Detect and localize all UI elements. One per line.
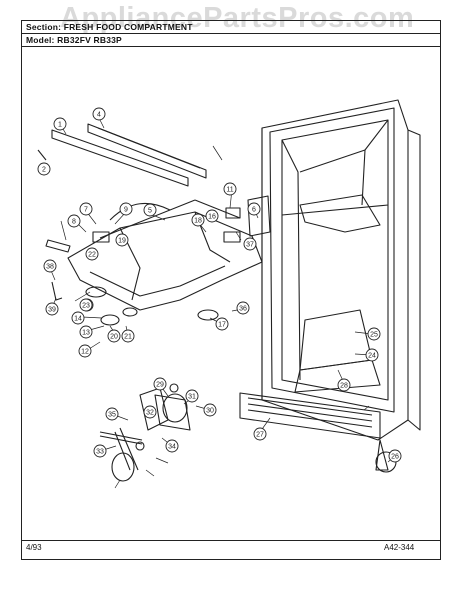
fan-wheel: [111, 452, 135, 482]
svg-text:37: 37: [246, 242, 254, 249]
svg-text:35: 35: [108, 412, 116, 419]
svg-text:28: 28: [340, 383, 348, 390]
svg-text:13: 13: [82, 330, 90, 337]
fan-motor: [162, 393, 188, 423]
callout-19: 19: [115, 233, 129, 247]
svg-text:29: 29: [156, 382, 164, 389]
watermark: AppliancePartsPros.com: [60, 2, 415, 34]
svg-text:5: 5: [148, 208, 152, 215]
model-value: RB32FV RB33P: [57, 35, 122, 45]
svg-text:26: 26: [391, 454, 399, 461]
drain-tray: [67, 211, 263, 311]
callout-26: 26: [388, 449, 402, 463]
footer-drawing-number: A42-344: [384, 543, 415, 552]
callout-11: 11: [223, 182, 237, 196]
callout-33: 33: [93, 444, 107, 458]
svg-text:25: 25: [370, 332, 378, 339]
callout-27: 27: [253, 427, 267, 441]
callout-8: 8: [67, 214, 81, 228]
callout-6: 6: [247, 202, 261, 216]
callout-37: 37: [243, 237, 257, 251]
callout-30: 30: [203, 403, 217, 417]
model-header: Model: RB32FV RB33P: [26, 35, 122, 45]
callout-38: 38: [43, 259, 57, 273]
cabinet-inner-liner: [269, 107, 395, 413]
bottom-grille: [239, 392, 381, 439]
svg-text:22: 22: [88, 252, 96, 259]
svg-text:31: 31: [188, 394, 196, 401]
svg-text:21: 21: [124, 334, 132, 341]
model-divider: [21, 46, 441, 47]
callout-23-marker: 23: [79, 298, 93, 312]
svg-text:7: 7: [84, 207, 88, 214]
svg-text:19: 19: [118, 238, 126, 245]
svg-text:30: 30: [206, 408, 214, 415]
callout-2: 2: [37, 162, 51, 176]
callout-12: 12: [78, 344, 92, 358]
callout-34: 34: [165, 439, 179, 453]
callout-5: 5: [143, 203, 157, 217]
svg-text:8: 8: [72, 219, 76, 226]
svg-text:23: 23: [82, 303, 90, 310]
callout-9: 9: [119, 202, 133, 216]
callout-7: 7: [79, 202, 93, 216]
svg-text:9: 9: [124, 207, 128, 214]
callout-1: 1: [53, 117, 67, 131]
callout-18: 18: [191, 213, 205, 227]
callout-17: 17: [215, 317, 229, 331]
section-value: FRESH FOOD COMPARTMENT: [63, 22, 193, 32]
callout-25: 25: [367, 327, 381, 341]
callout-32: 32: [143, 405, 157, 419]
tube: [109, 202, 171, 221]
svg-text:34: 34: [168, 444, 176, 451]
svg-text:20: 20: [110, 334, 118, 341]
svg-text:1: 1: [58, 122, 62, 129]
callout-31: 31: [185, 389, 199, 403]
callout-4: 4: [92, 107, 106, 121]
callout-36: 36: [236, 301, 250, 315]
section-label: Section:: [26, 22, 62, 32]
svg-text:27: 27: [256, 432, 264, 439]
svg-text:38: 38: [46, 264, 54, 271]
svg-text:4: 4: [97, 112, 101, 119]
svg-text:18: 18: [194, 218, 202, 225]
callout-24: 24: [365, 348, 379, 362]
svg-text:11: 11: [226, 187, 233, 194]
svg-text:2: 2: [42, 167, 46, 174]
svg-text:32: 32: [146, 410, 154, 417]
section-header: Section: FRESH FOOD COMPARTMENT: [26, 22, 193, 32]
footer-date: 4/93: [26, 543, 42, 552]
callout-20: 20: [107, 329, 121, 343]
svg-text:16: 16: [208, 214, 216, 221]
rail-1: [51, 129, 189, 187]
svg-text:14: 14: [74, 316, 82, 323]
callout-14: 14: [71, 311, 85, 325]
callout-13: 13: [79, 325, 93, 339]
svg-text:6: 6: [252, 207, 256, 214]
footer-divider: [21, 540, 441, 541]
svg-text:33: 33: [96, 449, 104, 456]
callout-39: 39: [45, 302, 59, 316]
model-label: Model:: [26, 35, 55, 45]
svg-text:12: 12: [81, 349, 89, 356]
svg-text:17: 17: [218, 322, 226, 329]
callout-16: 16: [205, 209, 219, 223]
callout-35: 35: [105, 407, 119, 421]
callout-29-top: 29: [153, 377, 167, 391]
svg-text:24: 24: [368, 353, 376, 360]
callout-28: 28: [337, 378, 351, 392]
callout-21: 21: [121, 329, 135, 343]
svg-text:39: 39: [48, 307, 56, 314]
header-divider: [21, 33, 441, 34]
svg-text:36: 36: [239, 306, 247, 313]
callout-22: 22: [85, 247, 99, 261]
diagram-frame: [21, 20, 441, 560]
rail-4: [87, 123, 207, 179]
